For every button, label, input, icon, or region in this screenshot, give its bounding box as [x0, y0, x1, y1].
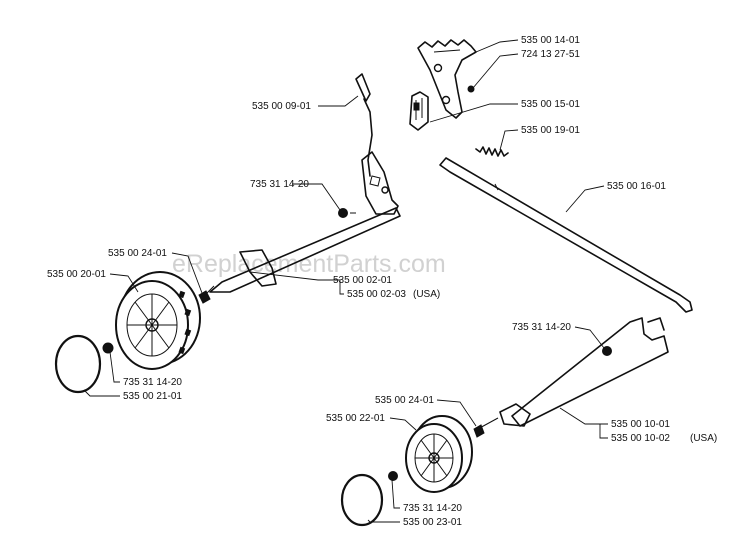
label-535-00-02-01: 535 00 02-01 — [333, 275, 392, 286]
rear-hubcap — [54, 334, 102, 394]
label-535-00-15-01: 535 00 15-01 — [521, 99, 580, 110]
front-spacer — [473, 424, 485, 438]
label-735-31-14-20-front: 735 31 14-20 — [512, 322, 571, 333]
label-535-00-02-03: 535 00 02-03 — [347, 289, 406, 300]
label-535-00-20-01: 535 00 20-01 — [47, 269, 106, 280]
label-535-00-10-02: 535 00 10-02 — [611, 433, 670, 444]
label-usa-front: (USA) — [690, 433, 717, 444]
label-535-00-22-01: 535 00 22-01 — [326, 413, 385, 424]
label-535-00-19-01: 535 00 19-01 — [521, 125, 580, 136]
front-wheel — [405, 415, 473, 493]
label-724-13-27-51: 724 13 27-51 — [521, 49, 580, 60]
rear-hub-nut — [102, 342, 114, 354]
rear-nut — [338, 208, 356, 218]
lever — [355, 73, 399, 215]
bracket — [409, 91, 429, 131]
front-hub-nut — [388, 471, 398, 481]
label-535-00-21-01: 535 00 21-01 — [123, 391, 182, 402]
deflector-plate — [417, 39, 477, 119]
label-535-00-24-01-front: 535 00 24-01 — [375, 395, 434, 406]
spring — [475, 146, 509, 157]
label-535-00-16-01: 535 00 16-01 — [607, 181, 666, 192]
front-nut — [602, 346, 612, 356]
label-735-31-14-20-front-hub: 735 31 14-20 — [403, 503, 462, 514]
label-535-00-23-01: 535 00 23-01 — [403, 517, 462, 528]
front-hubcap — [340, 473, 384, 527]
plate-screw — [467, 85, 475, 93]
label-735-31-14-20-rear: 735 31 14-20 — [250, 179, 309, 190]
label-usa-rear: (USA) — [413, 289, 440, 300]
label-535-00-14-01: 535 00 14-01 — [521, 35, 580, 46]
front-axle — [475, 317, 669, 431]
rear-wheel — [115, 271, 201, 370]
leader-lines — [83, 39, 608, 523]
label-535-00-24-01-rear: 535 00 24-01 — [108, 248, 167, 259]
label-535-00-10-01: 535 00 10-01 — [611, 419, 670, 430]
part-labels: 535 00 14-01 724 13 27-51 535 00 15-01 5… — [47, 35, 717, 528]
rear-spacer — [198, 290, 211, 304]
label-535-00-09-01: 535 00 09-01 — [252, 101, 311, 112]
watermark: eReplacementParts.com — [172, 250, 446, 278]
label-735-31-14-20-rear-hub: 735 31 14-20 — [123, 377, 182, 388]
front-rod — [439, 157, 693, 313]
